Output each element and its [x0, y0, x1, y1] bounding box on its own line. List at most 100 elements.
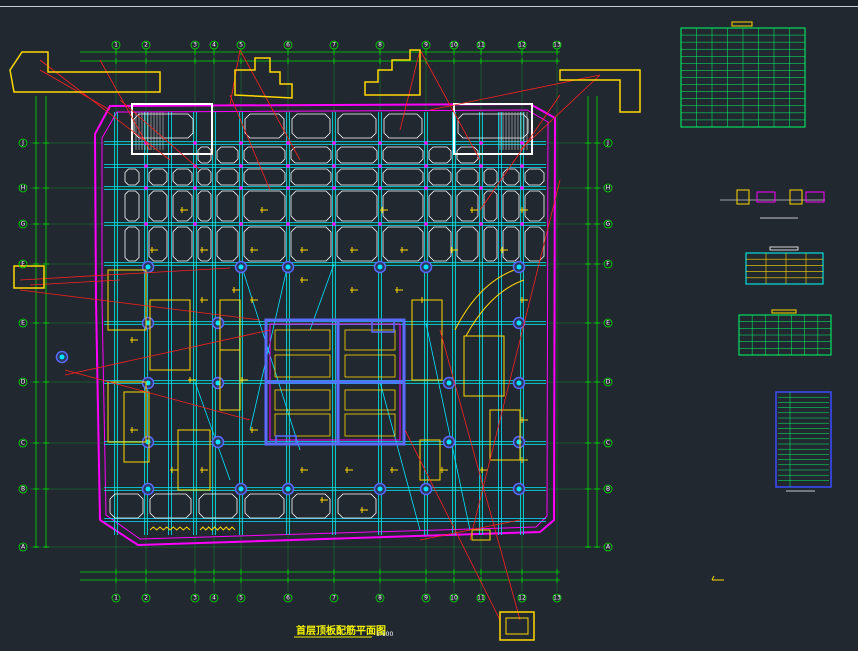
diagonal-beam	[194, 381, 231, 481]
grid-bubble-label: 4	[212, 595, 216, 602]
slab-panel	[428, 146, 452, 164]
column-core	[516, 380, 522, 386]
schedule-table-2	[745, 252, 824, 285]
grid-bubble-label: 7	[332, 595, 336, 602]
detail-callouts	[9, 49, 724, 641]
beam-node	[520, 141, 524, 145]
beam-node	[378, 186, 382, 190]
beam-node	[378, 164, 382, 168]
window-top-edge	[0, 0, 858, 7]
ramp-curve	[465, 279, 525, 337]
grid-bubble	[18, 542, 28, 552]
grid-bubble-label: 8	[378, 595, 382, 602]
slab-panel	[336, 146, 378, 164]
section-detail-part	[736, 189, 750, 205]
slab-panel	[483, 226, 498, 262]
slab-panel	[290, 190, 332, 222]
slab-panel	[172, 226, 193, 262]
detail-callout-7	[471, 529, 491, 541]
beam-node	[520, 186, 524, 190]
beam-node	[193, 222, 197, 226]
grid-bubble	[190, 40, 200, 50]
grid-bubble-label: 9	[424, 595, 428, 602]
core-room	[274, 329, 331, 351]
slab-panel	[148, 226, 168, 262]
grid-bubble	[236, 40, 246, 50]
leader-lines	[19, 49, 601, 621]
detail-callout-2	[234, 57, 293, 99]
grid-bubble	[603, 259, 613, 269]
slab-panel	[290, 226, 332, 262]
grid-bubble-label: C	[21, 440, 25, 447]
grid-bubble	[209, 593, 219, 603]
beam-node	[332, 164, 336, 168]
slab-panel	[172, 168, 193, 186]
beam-node	[520, 222, 524, 226]
grid-bubble-label: 11	[477, 42, 485, 49]
diagonal-beam	[379, 381, 421, 531]
grid-bubble-label: E	[606, 320, 610, 327]
leader-line	[29, 279, 121, 286]
grid-bubble-label: 8	[378, 42, 382, 49]
leader-line	[39, 59, 171, 161]
detail-callout-5	[13, 265, 45, 289]
grid-bubble	[476, 40, 486, 50]
core-room	[274, 413, 331, 437]
slab-panel	[524, 168, 545, 186]
beam-node	[144, 222, 148, 226]
column-core	[377, 264, 383, 270]
slab-panel	[336, 190, 378, 222]
grid-bubble	[18, 318, 28, 328]
grid-bubble	[141, 593, 151, 603]
core-room	[344, 354, 396, 378]
leader-line	[239, 49, 301, 161]
partition-wall	[411, 299, 443, 381]
beam-node	[239, 164, 243, 168]
column-core	[516, 486, 522, 492]
beam-node	[239, 222, 243, 226]
building-outline	[93, 102, 557, 547]
detail-callout-1	[9, 51, 161, 93]
roof-opening-left	[131, 103, 213, 155]
column-core	[145, 380, 151, 386]
grid-bubble-label: 1	[114, 595, 118, 602]
grid-bubble-label: 12	[518, 595, 526, 602]
grid-bubble	[18, 219, 28, 229]
grid-bubble-label: B	[606, 486, 610, 493]
grid-bubble	[18, 183, 28, 193]
column-core	[516, 439, 522, 445]
beam-node	[378, 141, 382, 145]
slab-panel	[428, 226, 452, 262]
partition-wall	[107, 381, 147, 443]
core-tube	[264, 318, 406, 446]
detail-callout-6-inner	[505, 617, 529, 635]
grid-bubble-label: D	[606, 379, 611, 386]
slab-panel	[456, 190, 479, 222]
grid-bubble	[375, 40, 385, 50]
beam-node	[378, 222, 382, 226]
slab-panel	[149, 493, 192, 519]
note-mark	[711, 575, 715, 581]
section-detail-part	[789, 189, 803, 205]
grid-bubble	[421, 40, 431, 50]
beam-node	[193, 186, 197, 190]
grid-bubble-label: 6	[286, 42, 290, 49]
table-3-heading	[771, 309, 797, 314]
grid-bubble-label: A	[606, 544, 611, 551]
grid-bubble-label: 3	[193, 595, 197, 602]
core-room	[344, 413, 396, 437]
slab-panel	[502, 190, 520, 222]
grid-bubble	[449, 40, 459, 50]
beam-node	[239, 186, 243, 190]
column-core	[59, 354, 65, 360]
slab-panel	[428, 190, 452, 222]
columns	[55, 141, 526, 496]
grid-bubble-label: 13	[553, 595, 561, 602]
grid-bubble-label: 13	[553, 42, 561, 49]
grid-bubble	[603, 219, 613, 229]
slab-panel	[337, 493, 377, 519]
grid-bubble-label: J	[606, 140, 609, 147]
leader-line	[64, 329, 271, 376]
slab-panel	[244, 113, 285, 139]
